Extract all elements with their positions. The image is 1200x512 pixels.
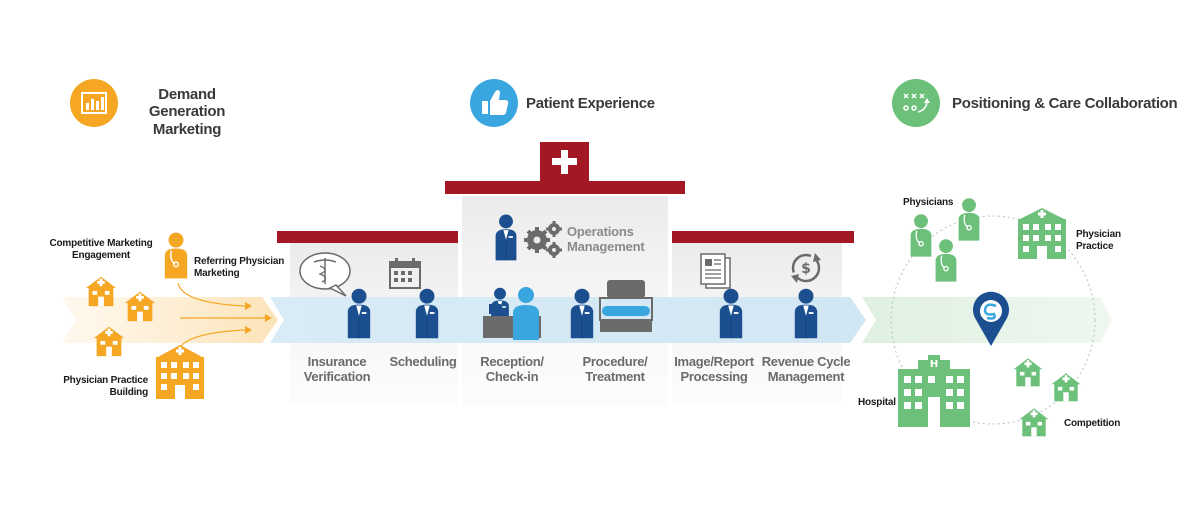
hospital-building-icon: H	[898, 355, 970, 427]
large-building-icon	[156, 345, 204, 399]
revenue-cycle-icon: $	[791, 253, 821, 283]
svg-text:$: $	[801, 261, 811, 277]
step-insurance-verification: Insurance Verification	[303, 354, 371, 384]
roof-right	[672, 231, 854, 243]
referring-physician-label: Referring Physician Marketing	[194, 256, 285, 279]
step-reception-check-in: Reception/ Check-in	[480, 354, 544, 384]
house-icon	[85, 276, 117, 307]
step-procedure-treatment: Procedure/ Treatment	[582, 354, 648, 384]
physician-practice-building-icon	[1018, 208, 1066, 259]
physician-icon	[909, 213, 933, 257]
physician-practice-label: Physician Practice	[1076, 229, 1121, 252]
step-revenue-cycle-management: Revenue Cycle Management	[761, 354, 851, 384]
roof-center	[445, 181, 685, 194]
location-pin-icon	[973, 291, 1010, 346]
competitor-house-icon	[1051, 373, 1081, 402]
desk-computer-icon	[489, 304, 501, 314]
patient-icon	[513, 287, 539, 340]
physician-icon	[934, 238, 958, 282]
positioning-title: Positioning & Care Collaboration	[952, 95, 1178, 112]
hospital-cross-icon	[540, 142, 589, 182]
operations-management-label: Operations Management	[567, 224, 645, 254]
physicians-label: Physicians	[903, 197, 954, 208]
competitor-house-icon	[1013, 358, 1043, 387]
arrow-heads	[245, 302, 272, 334]
physician-practice-building-label: Physician Practice Building	[63, 375, 148, 398]
competition-label: Competition	[1064, 418, 1121, 429]
care-network-circle	[890, 215, 1096, 425]
hospital-label: Hospital	[858, 397, 896, 408]
competitive-marketing-label: Competitive Marketing Engagement	[49, 238, 153, 261]
roof-left	[277, 231, 458, 243]
referring-physician-icon	[164, 231, 188, 279]
thumbs-up-icon	[470, 79, 518, 127]
svg-text:H: H	[930, 359, 938, 370]
calendar-icon	[389, 258, 421, 289]
house-icon	[124, 291, 156, 322]
report-document-icon	[700, 253, 731, 289]
strategy-play-icon	[892, 79, 940, 127]
competitor-house-icon	[1019, 408, 1049, 437]
patient-experience-title: Patient Experience	[526, 95, 655, 112]
caduceus-speech-bubble-icon	[299, 252, 351, 297]
physician-icon	[957, 197, 981, 241]
scanner-bed-icon	[599, 280, 653, 332]
gears-icon	[524, 221, 562, 258]
step-scheduling: Scheduling	[389, 354, 457, 369]
chart-icon	[70, 79, 118, 127]
step-image-report-processing: Image/Report Processing	[674, 354, 754, 384]
demand-generation-title: Demand Generation Marketing	[148, 86, 226, 138]
